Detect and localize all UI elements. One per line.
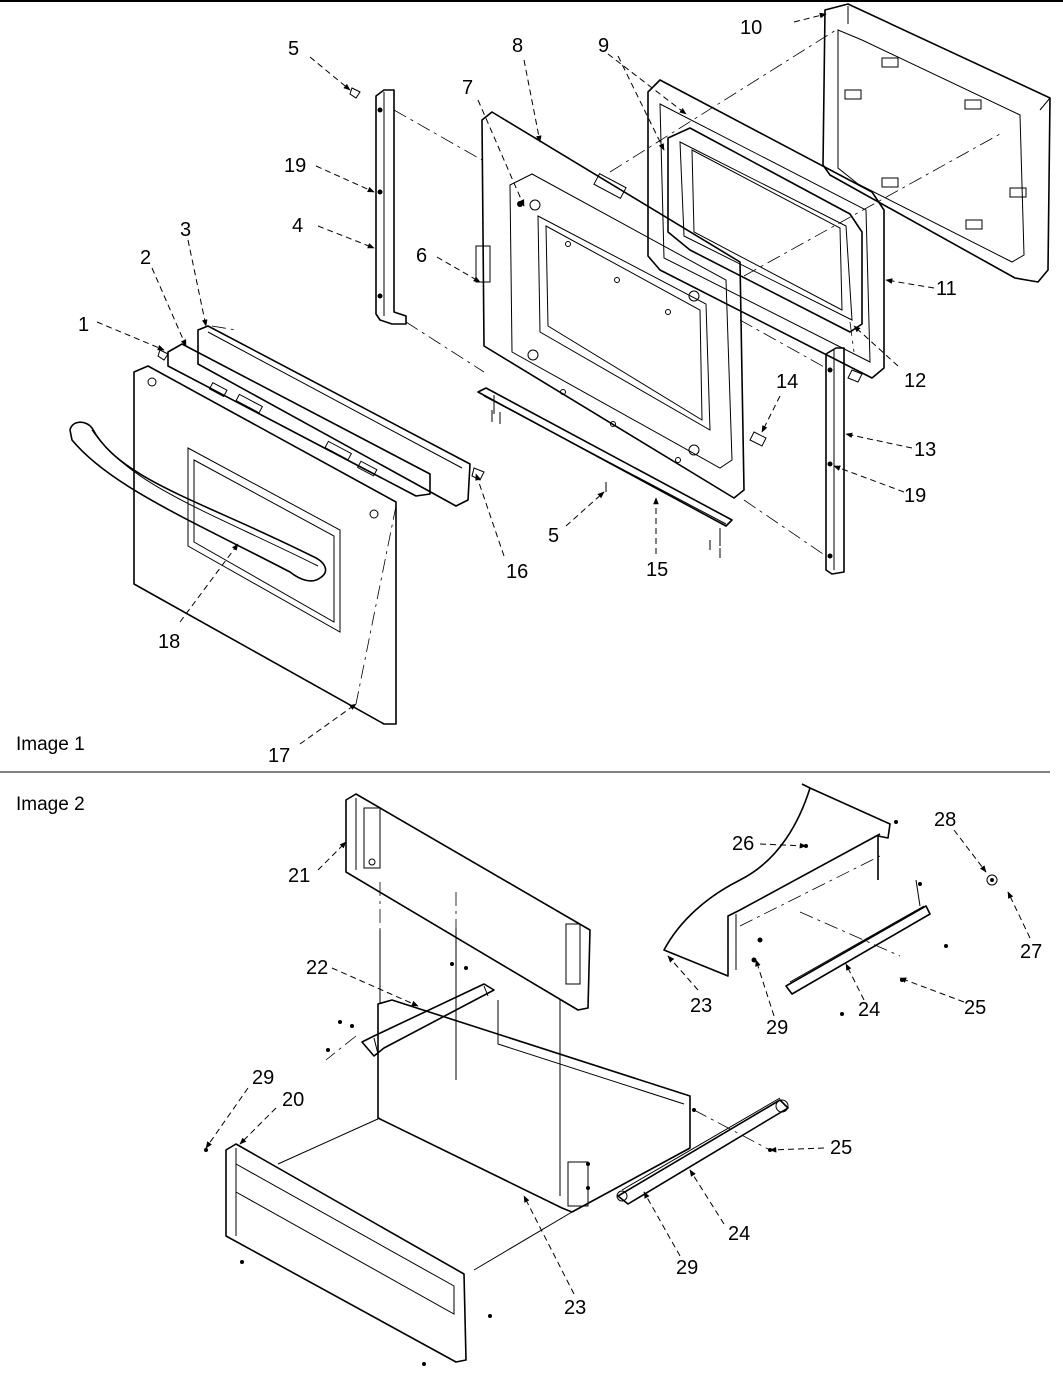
part-label: 14 bbox=[776, 371, 798, 393]
part-label: 19 bbox=[904, 485, 926, 507]
inner-glass-part-9 bbox=[667, 127, 863, 333]
right-hinge-rail-part-13 bbox=[825, 347, 845, 575]
part-label: 10 bbox=[740, 17, 762, 39]
part-label: 8 bbox=[512, 35, 523, 57]
bottom-trim-part-15 bbox=[477, 387, 733, 546]
door-frame-part-10 bbox=[822, 3, 1051, 283]
drawer-back-part-21 bbox=[345, 793, 591, 1011]
part-label: 13 bbox=[914, 439, 936, 461]
handle-part-18 bbox=[69, 421, 327, 582]
part-label: 24 bbox=[858, 999, 880, 1021]
part-label: 12 bbox=[904, 370, 926, 392]
outer-door-panel-part-17 bbox=[133, 365, 397, 725]
part-label: 5 bbox=[548, 525, 559, 547]
part-label: 4 bbox=[292, 215, 303, 237]
part-label: 29 bbox=[676, 1257, 698, 1279]
part-label: 26 bbox=[732, 833, 754, 855]
slide-rail-part-24 bbox=[616, 1097, 789, 1205]
fasteners-image-2 bbox=[204, 820, 948, 1366]
part-label: 29 bbox=[252, 1067, 274, 1089]
part-label: 20 bbox=[282, 1089, 304, 1111]
part-label: 11 bbox=[936, 278, 957, 300]
part-label: 18 bbox=[158, 631, 180, 653]
drawer-front-part-20 bbox=[225, 1143, 467, 1363]
part-label: 15 bbox=[646, 559, 668, 581]
part-label: 9 bbox=[598, 35, 609, 57]
fasteners-image-1 bbox=[157, 87, 863, 558]
drawer-body-part-23 bbox=[277, 928, 691, 1271]
inner-door-panel-part-8 bbox=[475, 111, 745, 499]
left-hinge-rail-part-4 bbox=[375, 89, 407, 325]
part-label: 29 bbox=[766, 1017, 788, 1039]
part-label: 7 bbox=[462, 77, 473, 99]
part-label: 1 bbox=[78, 314, 89, 336]
part-label: 6 bbox=[416, 245, 427, 267]
part-label: 17 bbox=[268, 745, 290, 767]
part-label: 25 bbox=[964, 997, 986, 1019]
connection-lines-image-2 bbox=[325, 855, 901, 1151]
part-label: 27 bbox=[1020, 941, 1042, 963]
part-label: 21 bbox=[288, 865, 310, 887]
part-label: 5 bbox=[288, 38, 299, 60]
part-label: 16 bbox=[506, 561, 528, 583]
part-label: 19 bbox=[284, 155, 306, 177]
part-label: 3 bbox=[180, 219, 191, 241]
part-label: 28 bbox=[934, 809, 956, 831]
part-label: 2 bbox=[140, 247, 151, 269]
part-label: 23 bbox=[564, 1297, 586, 1319]
section-title-image-2: Image 2 bbox=[16, 794, 85, 815]
part-label: 25 bbox=[830, 1137, 852, 1159]
inset-drawer-side bbox=[663, 783, 998, 995]
leader-lines-image-2 bbox=[205, 829, 1031, 1295]
part-label: 23 bbox=[690, 995, 712, 1017]
cross-brace-part-22 bbox=[361, 983, 495, 1112]
connection-lines-image-1 bbox=[211, 29, 1001, 705]
leader-lines-image-1 bbox=[96, 12, 935, 745]
part-labels-image-2: 21 22 29 20 23 25 24 29 26 28 27 23 29 2… bbox=[252, 809, 1042, 1319]
top-brackets-parts-2-3 bbox=[167, 325, 471, 507]
part-labels-image-1: 1 2 3 4 5 19 6 7 8 9 10 11 12 13 14 19 5… bbox=[78, 17, 957, 767]
door-assembly-illustration bbox=[69, 3, 1051, 725]
section-title-image-1: Image 1 bbox=[16, 734, 85, 755]
drawer-assembly-illustration bbox=[204, 783, 998, 1366]
glass-frame-part-11 bbox=[647, 79, 885, 379]
part-label: 22 bbox=[306, 957, 328, 979]
part-label: 24 bbox=[728, 1223, 750, 1245]
